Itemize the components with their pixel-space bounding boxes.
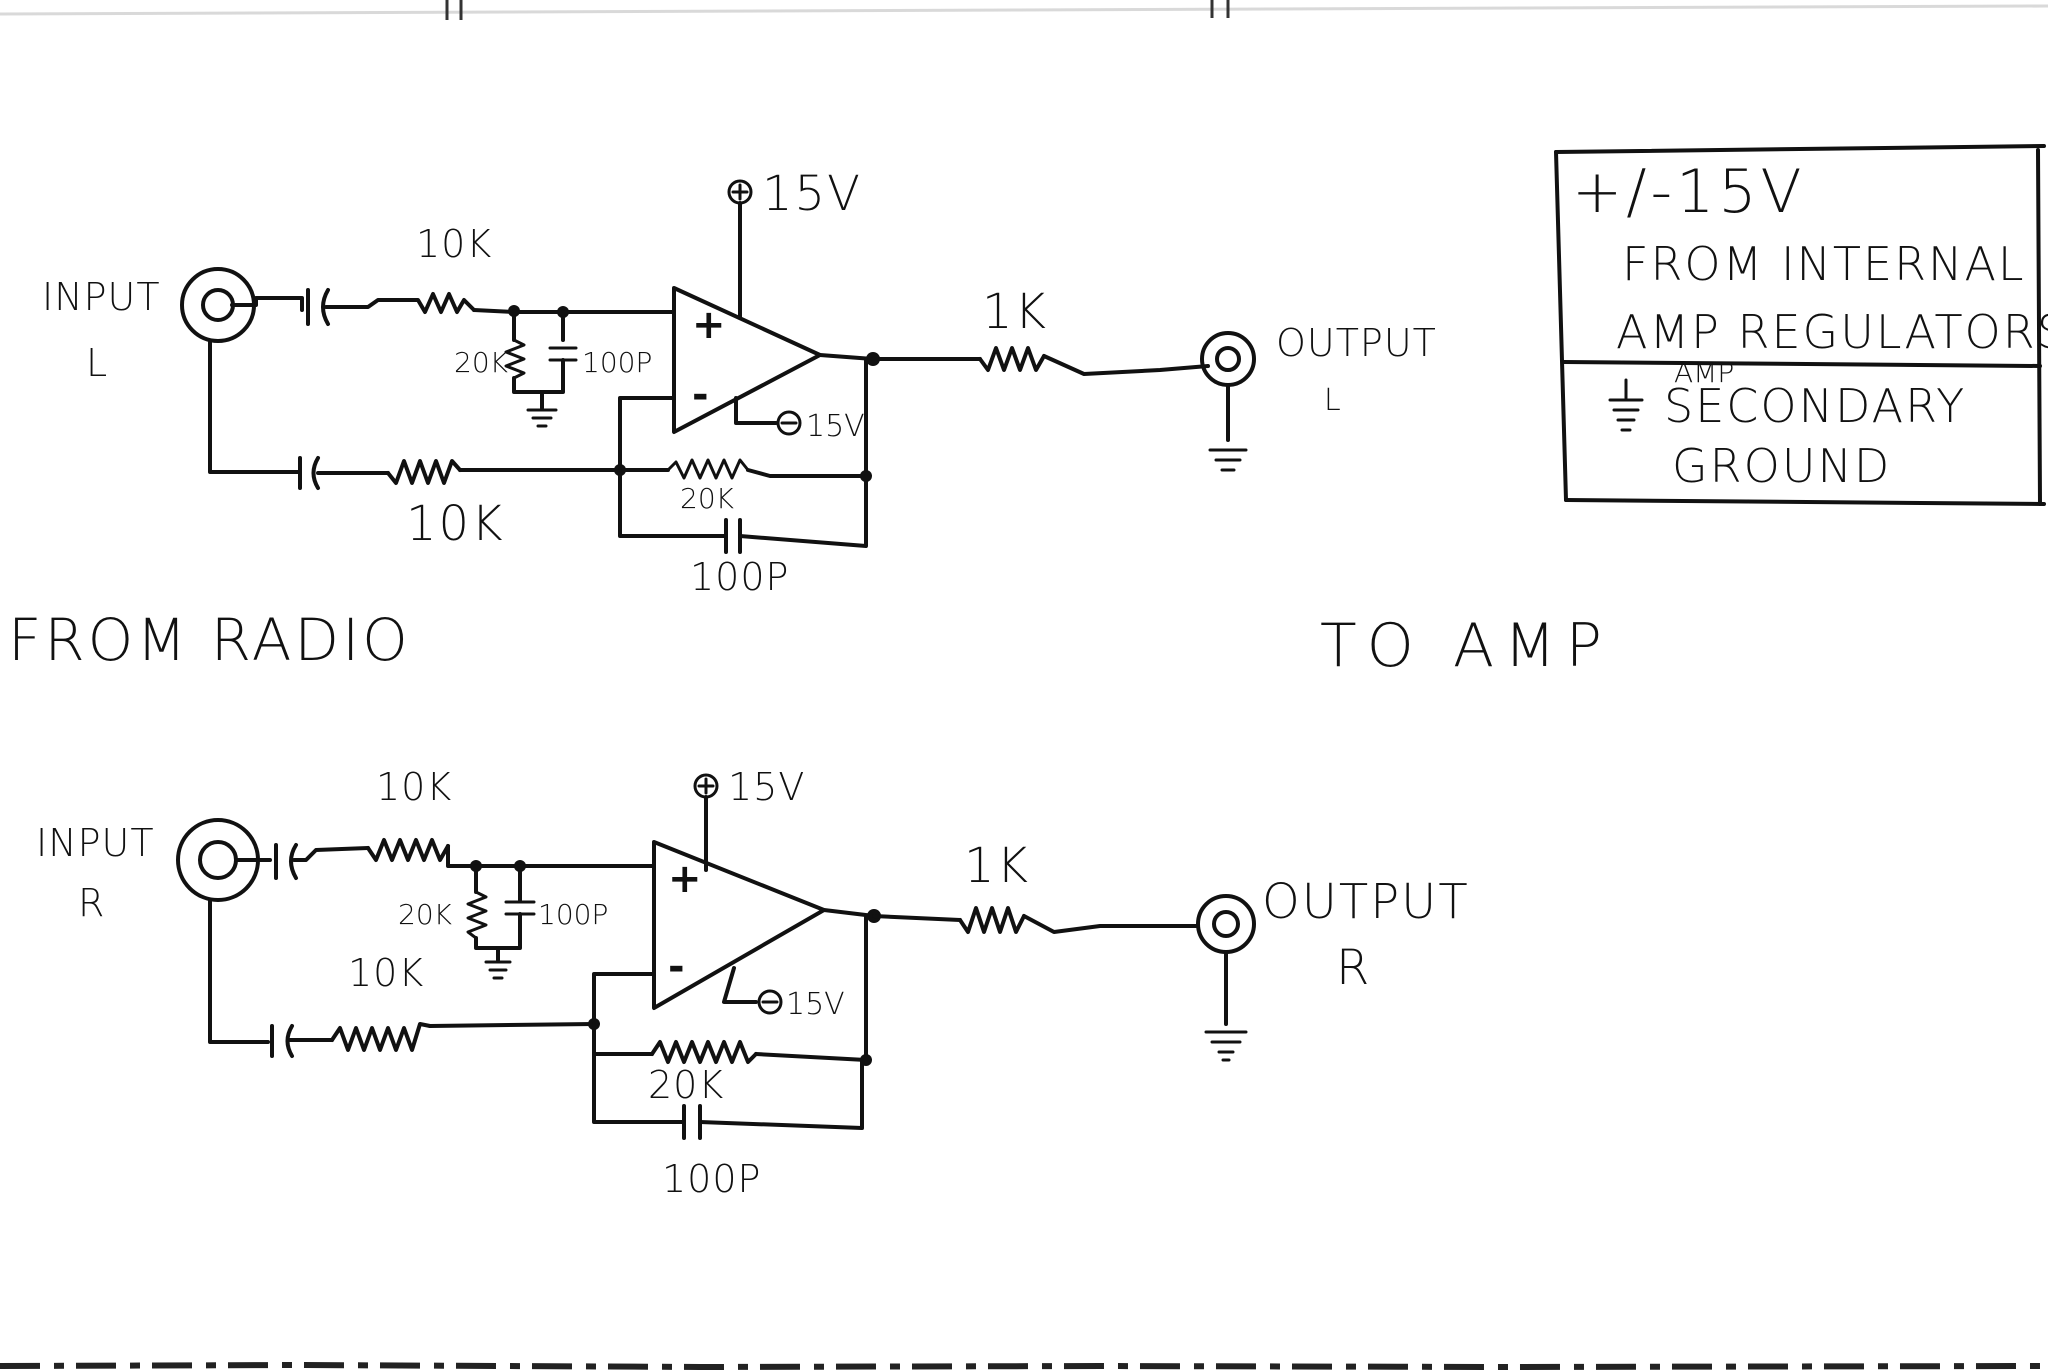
non-inverting-sign: + — [692, 302, 726, 348]
shunt-capacitor-label: 100P — [538, 898, 608, 931]
resistor-icon — [666, 458, 750, 480]
non-inverting-sign: + — [668, 856, 702, 902]
output-jack-icon — [1200, 331, 1256, 387]
negative-supply-label: 15V — [806, 409, 865, 444]
feedback-capacitor-label: 100P — [690, 555, 789, 599]
output-resistor-label: 1K — [964, 838, 1030, 894]
capacitor-icon — [306, 288, 330, 326]
channel-left: INPUT L 10K 20K — [42, 166, 1437, 599]
output-side-label: L — [1324, 383, 1341, 418]
ground-icon — [1204, 1030, 1248, 1062]
feedback-resistor-label: 20K — [680, 482, 735, 515]
op-amp-icon — [652, 840, 826, 1010]
from-radio-label: FROM RADIO — [8, 606, 411, 674]
source-line-2: AMP REGULATORS — [1616, 305, 2048, 359]
resistor-icon — [978, 346, 1046, 372]
capacitor-icon — [274, 843, 298, 880]
resistor-icon — [650, 1040, 758, 1064]
capacitor-icon — [298, 456, 320, 490]
negative-supply-icon — [776, 410, 802, 436]
resistor-icon — [958, 906, 1026, 934]
op-amp-icon — [672, 286, 822, 434]
input-label: INPUT — [42, 275, 161, 319]
ground-line-1: AMP — [1674, 356, 1734, 389]
positive-supply-label: 15V — [728, 765, 805, 809]
channel-right: INPUT R 10K 20K — [36, 765, 1470, 1201]
resistor-icon — [386, 459, 462, 485]
positive-supply-icon — [727, 179, 753, 205]
input-resistor-label: 10K — [416, 222, 492, 266]
resistor-icon — [408, 292, 476, 314]
resistor-icon — [330, 1022, 432, 1052]
input-side-label: L — [86, 341, 108, 385]
output-label: OUTPUT — [1262, 874, 1470, 930]
ground-icon — [484, 960, 512, 980]
supply-notes-box: +/-15V FROM INTERNAL AMP REGULATORS AMP … — [1554, 144, 2048, 506]
ground-icon — [1208, 448, 1248, 472]
ground-icon — [1608, 378, 1644, 432]
supply-line: +/-15V — [1572, 157, 1806, 227]
positive-supply-label: 15V — [762, 166, 862, 222]
input-label: INPUT — [36, 821, 155, 865]
feedback-capacitor-label: 100P — [662, 1157, 761, 1201]
shunt-resistor-label: 20K — [454, 346, 509, 379]
input-resistor-label: 10K — [376, 765, 452, 809]
inverting-sign: - — [692, 372, 709, 418]
negative-supply-icon — [757, 989, 783, 1015]
output-side-label: R — [1336, 940, 1371, 996]
capacitor-icon — [682, 1104, 702, 1140]
capacitor-icon — [270, 1024, 294, 1058]
resistor-icon — [504, 338, 526, 380]
negative-supply-label: 15V — [786, 987, 845, 1022]
feedforward-resistor-label: 10K — [348, 951, 424, 995]
resistor-icon — [466, 890, 488, 940]
feedforward-resistor-label: 10K — [406, 496, 505, 552]
to-amp-label: TO AMP — [1320, 611, 1612, 681]
output-jack-icon — [1196, 894, 1256, 954]
positive-supply-icon — [693, 773, 719, 799]
source-line-1: FROM INTERNAL — [1622, 237, 2026, 291]
ground-icon — [526, 408, 558, 428]
shunt-resistor-label: 20K — [398, 898, 453, 931]
output-label: OUTPUT — [1276, 321, 1437, 365]
ground-line-2: SECONDARY — [1664, 379, 1966, 433]
inverting-sign: - — [668, 944, 685, 990]
feedback-resistor-label: 20K — [648, 1063, 724, 1107]
ground-line-3: GROUND — [1672, 439, 1891, 493]
capacitor-icon — [724, 518, 742, 554]
input-side-label: R — [78, 881, 105, 925]
shunt-capacitor-label: 100P — [582, 346, 652, 379]
resistor-icon — [366, 838, 450, 862]
output-resistor-label: 1K — [982, 284, 1048, 340]
